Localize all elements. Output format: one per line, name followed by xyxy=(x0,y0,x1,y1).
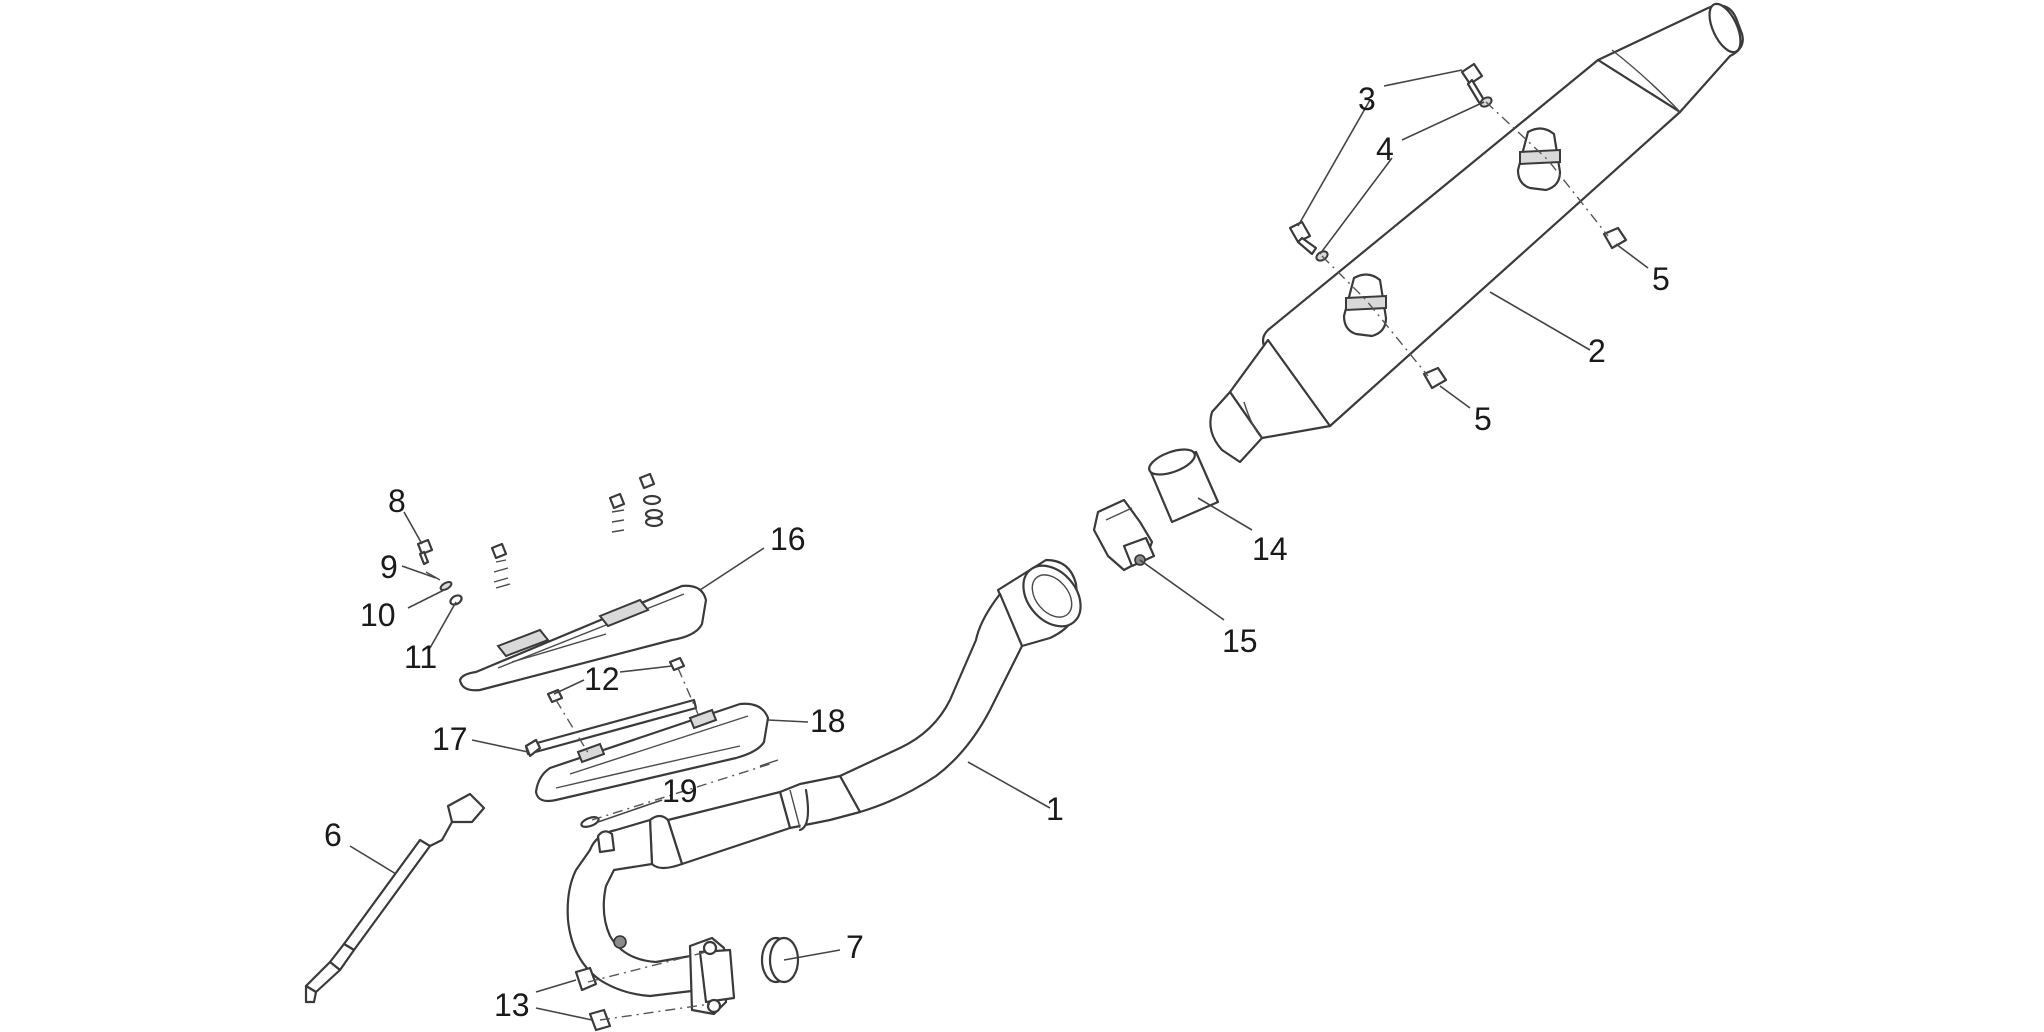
callout-12: 12 xyxy=(584,661,620,697)
callout-3: 3 xyxy=(1358,81,1376,117)
callout-4: 4 xyxy=(1376,131,1394,167)
manifold-nuts-part-13 xyxy=(574,951,711,1032)
sleeve-part-14 xyxy=(1148,448,1220,524)
heat-shield-part-16 xyxy=(458,584,708,692)
callout-2: 2 xyxy=(1588,333,1606,369)
header-pipe-part-1 xyxy=(566,558,1082,1016)
callout-1: 1 xyxy=(1046,791,1064,827)
callout-15: 15 xyxy=(1222,623,1258,659)
callout-18: 18 xyxy=(810,703,846,739)
gasket-part-7 xyxy=(760,936,800,984)
callout-10: 10 xyxy=(360,597,396,633)
callout-5-lower: 5 xyxy=(1474,401,1492,437)
shield-fasteners xyxy=(416,472,779,828)
callout-7: 7 xyxy=(846,929,864,965)
callout-17: 17 xyxy=(432,721,468,757)
callout-13: 13 xyxy=(494,987,530,1023)
heat-shield-part-18 xyxy=(534,702,770,803)
clamp-part-15 xyxy=(1092,498,1156,572)
silencer-fasteners xyxy=(1288,62,1628,390)
callout-11: 11 xyxy=(404,639,437,675)
callout-6: 6 xyxy=(324,817,342,853)
leader-lines xyxy=(349,69,1649,1021)
lambda-sensor-part-6 xyxy=(304,792,486,1004)
callout-9: 9 xyxy=(380,549,398,585)
callout-8: 8 xyxy=(388,483,406,519)
callout-5-right: 5 xyxy=(1652,261,1670,297)
callout-16: 16 xyxy=(770,521,806,557)
silencer-part-2 xyxy=(1209,2,1744,464)
callout-labels: 1 2 3 4 5 5 6 7 8 9 10 11 12 13 14 15 16… xyxy=(324,81,1670,1023)
callout-19: 19 xyxy=(662,773,698,809)
callout-14: 14 xyxy=(1252,531,1288,567)
